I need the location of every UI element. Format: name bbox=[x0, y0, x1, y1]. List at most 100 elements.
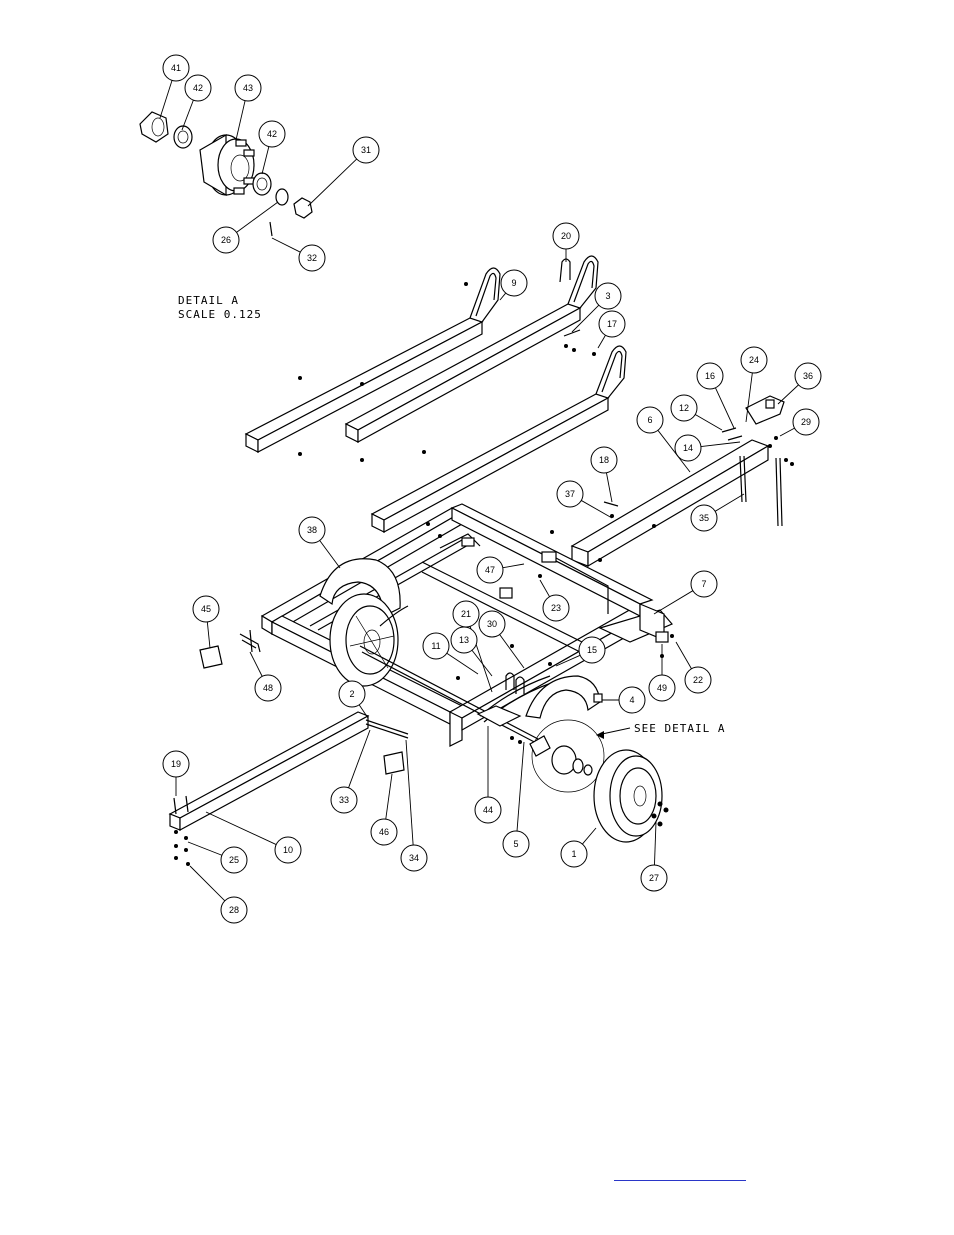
callout-part-28: 28 bbox=[220, 896, 248, 924]
callout-number: 47 bbox=[485, 565, 495, 575]
callout-circle bbox=[450, 626, 478, 654]
callout-circle bbox=[338, 680, 366, 708]
axle-drawing bbox=[359, 605, 555, 747]
callout-part-33: 33 bbox=[330, 786, 358, 814]
callout-part-48: 48 bbox=[254, 674, 282, 702]
callout-circle bbox=[478, 610, 506, 638]
callout-circle bbox=[298, 244, 326, 272]
callout-circle bbox=[542, 594, 570, 622]
callout-circle bbox=[740, 346, 768, 374]
callout-part-23: 23 bbox=[542, 594, 570, 622]
right-wheel-drawing bbox=[525, 675, 663, 843]
detail-scale: SCALE 0.125 bbox=[178, 308, 262, 321]
footer-link[interactable] bbox=[614, 1166, 746, 1181]
callout-number: 31 bbox=[361, 145, 371, 155]
callout-circle bbox=[212, 226, 240, 254]
callout-number: 29 bbox=[801, 417, 811, 427]
callout-part-5: 5 bbox=[502, 830, 530, 858]
callout-part-20: 20 bbox=[552, 222, 580, 250]
callout-number: 18 bbox=[599, 455, 609, 465]
callout-number: 48 bbox=[263, 683, 273, 693]
callout-circle bbox=[590, 446, 618, 474]
callout-leader bbox=[159, 80, 173, 119]
callout-number: 3 bbox=[605, 291, 610, 301]
callout-leader bbox=[189, 865, 226, 902]
callout-circle bbox=[696, 362, 724, 390]
callout-circle bbox=[560, 840, 588, 868]
callout-circle bbox=[370, 818, 398, 846]
bottom-rail-drawing bbox=[168, 711, 409, 832]
callout-number: 21 bbox=[461, 609, 471, 619]
callout-number: 28 bbox=[229, 905, 239, 915]
callout-number: 33 bbox=[339, 795, 349, 805]
callout-circle bbox=[162, 54, 190, 82]
callout-number: 43 bbox=[243, 83, 253, 93]
callout-circle bbox=[274, 836, 302, 864]
callout-number: 34 bbox=[409, 853, 419, 863]
callout-number: 44 bbox=[483, 805, 493, 815]
callout-leader bbox=[499, 634, 525, 669]
callout-circle bbox=[636, 406, 664, 434]
callout-number: 19 bbox=[171, 759, 181, 769]
callout-leader bbox=[571, 304, 600, 333]
callout-circle bbox=[254, 674, 282, 702]
lights-drawing bbox=[199, 587, 669, 775]
callout-number: 45 bbox=[201, 604, 211, 614]
callout-number: 23 bbox=[551, 603, 561, 613]
callout-part-14: 14 bbox=[674, 434, 702, 462]
callout-part-38: 38 bbox=[298, 516, 326, 544]
callout-number: 37 bbox=[565, 489, 575, 499]
detail-title: DETAIL A bbox=[178, 294, 239, 307]
callout-leader bbox=[715, 387, 735, 429]
callout-part-43: 43 bbox=[234, 74, 262, 102]
callout-leader bbox=[271, 237, 301, 253]
callout-circle bbox=[330, 786, 358, 814]
callout-number: 41 bbox=[171, 63, 181, 73]
callout-number: 17 bbox=[607, 319, 617, 329]
callout-number: 27 bbox=[649, 873, 659, 883]
callout-number: 11 bbox=[431, 641, 440, 651]
callout-part-21: 21 bbox=[452, 600, 480, 628]
callout-circle bbox=[690, 570, 718, 598]
callout-part-30: 30 bbox=[478, 610, 506, 638]
callout-circle bbox=[552, 222, 580, 250]
callout-part-24: 24 bbox=[740, 346, 768, 374]
callout-circle bbox=[220, 896, 248, 924]
callout-part-36: 36 bbox=[794, 362, 822, 390]
callout-circle bbox=[400, 844, 428, 872]
callout-leader bbox=[181, 99, 194, 131]
callout-number: 36 bbox=[803, 371, 813, 381]
callout-number: 42 bbox=[193, 83, 203, 93]
callout-circle bbox=[598, 310, 626, 338]
callout-leader bbox=[779, 427, 795, 437]
callout-number: 46 bbox=[379, 827, 389, 837]
callout-leader bbox=[499, 292, 507, 301]
callout-number: 42 bbox=[267, 129, 277, 139]
callout-leader bbox=[695, 414, 723, 431]
callout-circle bbox=[220, 846, 248, 874]
callout-part-45: 45 bbox=[192, 595, 220, 623]
callout-number: 24 bbox=[749, 355, 759, 365]
callout-circle bbox=[258, 120, 286, 148]
callout-part-27: 27 bbox=[640, 864, 668, 892]
callout-circle bbox=[352, 136, 380, 164]
callout-circle bbox=[648, 674, 676, 702]
callout-number: 2 bbox=[349, 689, 354, 699]
callout-leader bbox=[471, 649, 493, 677]
callout-circle bbox=[422, 632, 450, 660]
callout-leader bbox=[605, 472, 613, 503]
callout-part-6: 6 bbox=[636, 406, 664, 434]
callout-part-47: 47 bbox=[476, 556, 504, 584]
callout-number: 6 bbox=[647, 415, 652, 425]
callout-leader bbox=[405, 739, 414, 846]
callout-part-31: 31 bbox=[352, 136, 380, 164]
callout-number: 22 bbox=[693, 675, 703, 685]
see-detail-arrowhead bbox=[596, 731, 604, 739]
callout-part-32: 32 bbox=[298, 244, 326, 272]
callout-circle bbox=[298, 516, 326, 544]
callout-leader bbox=[249, 651, 263, 677]
callout-part-10: 10 bbox=[274, 836, 302, 864]
callout-number: 30 bbox=[487, 619, 497, 629]
callout-circle bbox=[690, 504, 718, 532]
